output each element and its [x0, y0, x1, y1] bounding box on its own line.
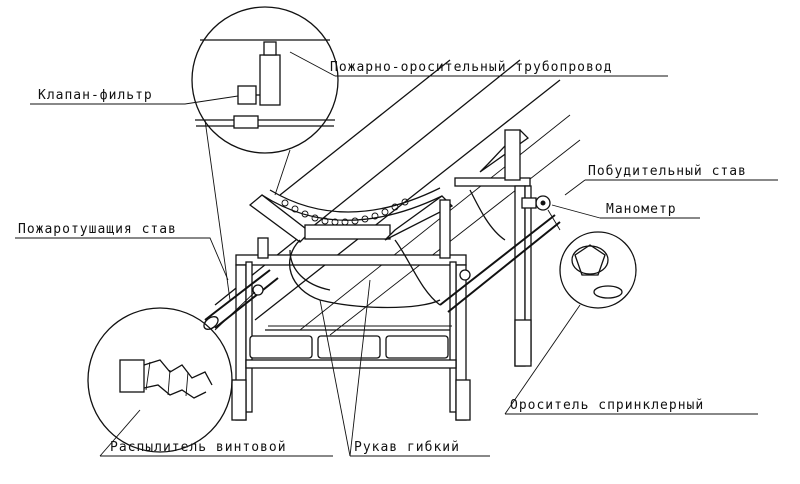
label-manometer: Манометр: [606, 202, 677, 217]
label-sprinkler: Ороситель спринклерный: [510, 398, 704, 413]
fitting-right: [459, 269, 471, 281]
label-pipeline: Пожарно-оросительный трубопровод: [330, 60, 612, 75]
leader-lines: [15, 51, 778, 457]
inset-valve-filter: [191, 6, 339, 301]
inset-screw-sprayer: [87, 291, 256, 453]
belt-chain: [281, 198, 409, 226]
label-drive-frame: Побудительный став: [588, 164, 747, 179]
lower-rollers: [249, 325, 452, 359]
label-valve-filter: Клапан-фильтр: [38, 88, 153, 103]
fitting-left: [252, 284, 264, 296]
label-fire-frame: Пожаротушащия став: [18, 222, 177, 237]
rear-frame: [454, 177, 532, 367]
label-screw-sprayer: Распылитель винтовой: [110, 440, 287, 455]
label-hose: Рукав гибкий: [354, 440, 460, 455]
front-frame: [231, 254, 471, 421]
inset-sprinkler: [547, 209, 637, 309]
manometer-device: [521, 195, 551, 211]
upper-idlers: [248, 129, 530, 259]
